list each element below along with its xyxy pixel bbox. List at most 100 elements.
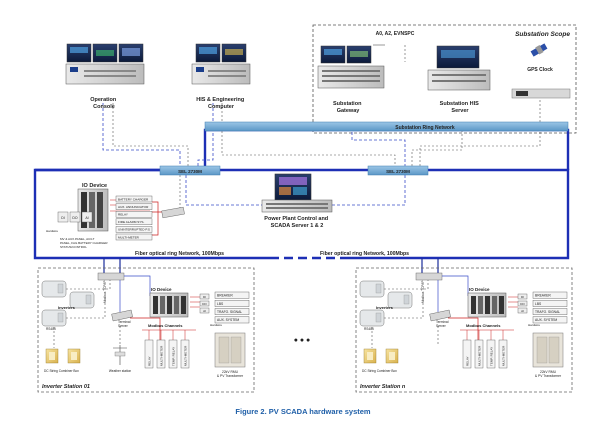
gps-clock: GPS Clock (511, 43, 571, 99)
vertical-relay-box (156, 339, 166, 369)
vertical-relay-box (474, 339, 484, 369)
fiber-network-label-left: Fiber optical ring Network, 100Mbps (135, 251, 224, 257)
equipment-label: TRAFO. SIGNAL (535, 310, 560, 314)
plant-panel-label: UNINTERRUPTED P.S (118, 228, 150, 232)
plant-panel-caption: MV & AUX.PANEL, AC/LT PANEL, FAIL BATTER… (60, 237, 108, 249)
equipment-box (214, 300, 250, 307)
substation-ring-network-label: Substation Ring Network (395, 125, 455, 131)
plant-panel-box (115, 203, 153, 210)
station-label: Inverter Station 01 (42, 384, 90, 390)
plant-io-device-label: IO Device (82, 183, 107, 189)
plant-hardwire-label: Hardwire (46, 229, 58, 233)
dc-string-label: DC String Combiner Box (44, 369, 79, 373)
vertical-relay-box (144, 339, 154, 369)
vertical-relay-label: TEMP. RELAY (172, 347, 176, 366)
modbus-channels-label: Modbus Channels (148, 323, 183, 328)
equipment-box (532, 308, 568, 315)
switch-right: SEL 2730M (367, 165, 429, 176)
station-switch (97, 272, 125, 281)
plant-module-di: DI (61, 216, 65, 220)
substation-gateway: Substation Gateway (317, 45, 385, 114)
equipment-label: TRAFO. SIGNAL (217, 310, 242, 314)
satellite-icon (530, 43, 548, 57)
equipment-label: BREAKER (535, 294, 551, 298)
power-plant-control-label: Power Plant Control and SCADA Server 1 &… (264, 216, 329, 229)
plant-panel-box (115, 226, 153, 233)
switch-left-label: SEL 2730M (178, 169, 202, 174)
station-ellipsis: ● ● ● (294, 337, 311, 344)
modbus-channels-label: Modbus Channels (466, 323, 501, 328)
operation-console: Operation Console (65, 43, 145, 110)
vertical-relay-box (180, 339, 190, 369)
equipment-label: LBS (217, 302, 224, 306)
equipment-box (214, 308, 250, 315)
plant-panel-label: BATTERY CHARGER (118, 197, 149, 201)
gps-clock-label: GPS Clock (527, 67, 553, 73)
station-module-label: DI (521, 295, 524, 299)
vertical-relay-label: MULTI-METER (160, 345, 164, 366)
his-computer-label: HIS & Engineering Computer (196, 97, 246, 110)
terminal-server (429, 309, 451, 322)
switch-left: SEL 2730M (159, 165, 221, 176)
modbus-tcpip-label: Modbus TCP/IP (103, 281, 107, 303)
substation-protocols: A0, A2, EVNSPC (376, 31, 415, 37)
station-module-label: AI (203, 309, 206, 313)
station-hardwire-label: Hardwire (210, 323, 222, 327)
plant-panel-label: MULTI-METER (118, 235, 140, 239)
switch-right-label: SEL 2730M (386, 169, 410, 174)
vertical-relay-label: RELAY (466, 356, 470, 366)
plant-panel-box (115, 195, 153, 203)
substation-his-server-label: Substation HIS Server (440, 101, 481, 114)
figure-caption: Figure 2. PV SCADA hardware system (235, 407, 371, 416)
station-frame (37, 267, 255, 393)
plant-module-ai: AI (85, 216, 88, 220)
equipment-box (214, 316, 250, 324)
station-switch (415, 272, 443, 281)
substation-his-server: Substation HIS Server (427, 45, 491, 114)
plant-panel-box (115, 218, 153, 226)
equipment-box (532, 291, 568, 299)
transformer-label: 22kV RMU& PV Transformer (217, 370, 244, 378)
vertical-relay-box (168, 339, 178, 369)
station-module-label: DO (202, 302, 207, 306)
equipment-box (214, 291, 250, 299)
substation-ring-network: Substation Ring Network (204, 121, 569, 132)
vertical-relay-label: MULTI-METER (184, 345, 188, 366)
vertical-relay-box (486, 339, 496, 369)
equipment-label: LBS (535, 302, 542, 306)
station-label: Inverter Station n (360, 384, 406, 390)
fiber-network-label-right: Fiber optical ring Network, 100Mbps (320, 251, 409, 257)
modbus-tcpip-label: Modbus TCP/IP (421, 281, 425, 303)
operation-console-label: Operation Console (90, 97, 118, 110)
transformer-label: 22kV RMU& PV Transformer (535, 370, 562, 378)
station-module-label: DO (520, 302, 525, 306)
rs485-label: RS485 (364, 327, 374, 331)
power-plant-control: Power Plant Control and SCADA Server 1 &… (261, 173, 333, 229)
weather-station-icon (113, 345, 127, 365)
plant-panel-box (115, 233, 153, 241)
station-io-device-label: IO Device (151, 287, 172, 292)
inverters-label: Inverters (58, 305, 76, 310)
station-hardwire-label: Hardwire (528, 323, 540, 327)
substation-scope: Substation Scope (312, 24, 577, 134)
equipment-box (532, 300, 568, 307)
station-frame (355, 267, 573, 393)
weather-station-label: Weather station (109, 369, 131, 373)
vertical-relay-label: TEMP. RELAY (490, 347, 494, 366)
equipment-label: BREAKER (217, 294, 233, 298)
plant-panel-label: FIRE ALARM SYS. (118, 220, 144, 224)
station-module-label: DI (203, 295, 206, 299)
terminal-server (111, 309, 133, 322)
substation-gateway-label: Substation Gateway (333, 101, 363, 114)
rs485-label: RS485 (46, 327, 56, 331)
station-io-device-label: IO Device (469, 287, 490, 292)
equipment-box (532, 316, 568, 324)
equipment-label: AUX. SYSTEM (535, 318, 557, 322)
plant-panel-box (115, 210, 153, 218)
equipment-label: AUX. SYSTEM (217, 318, 239, 322)
